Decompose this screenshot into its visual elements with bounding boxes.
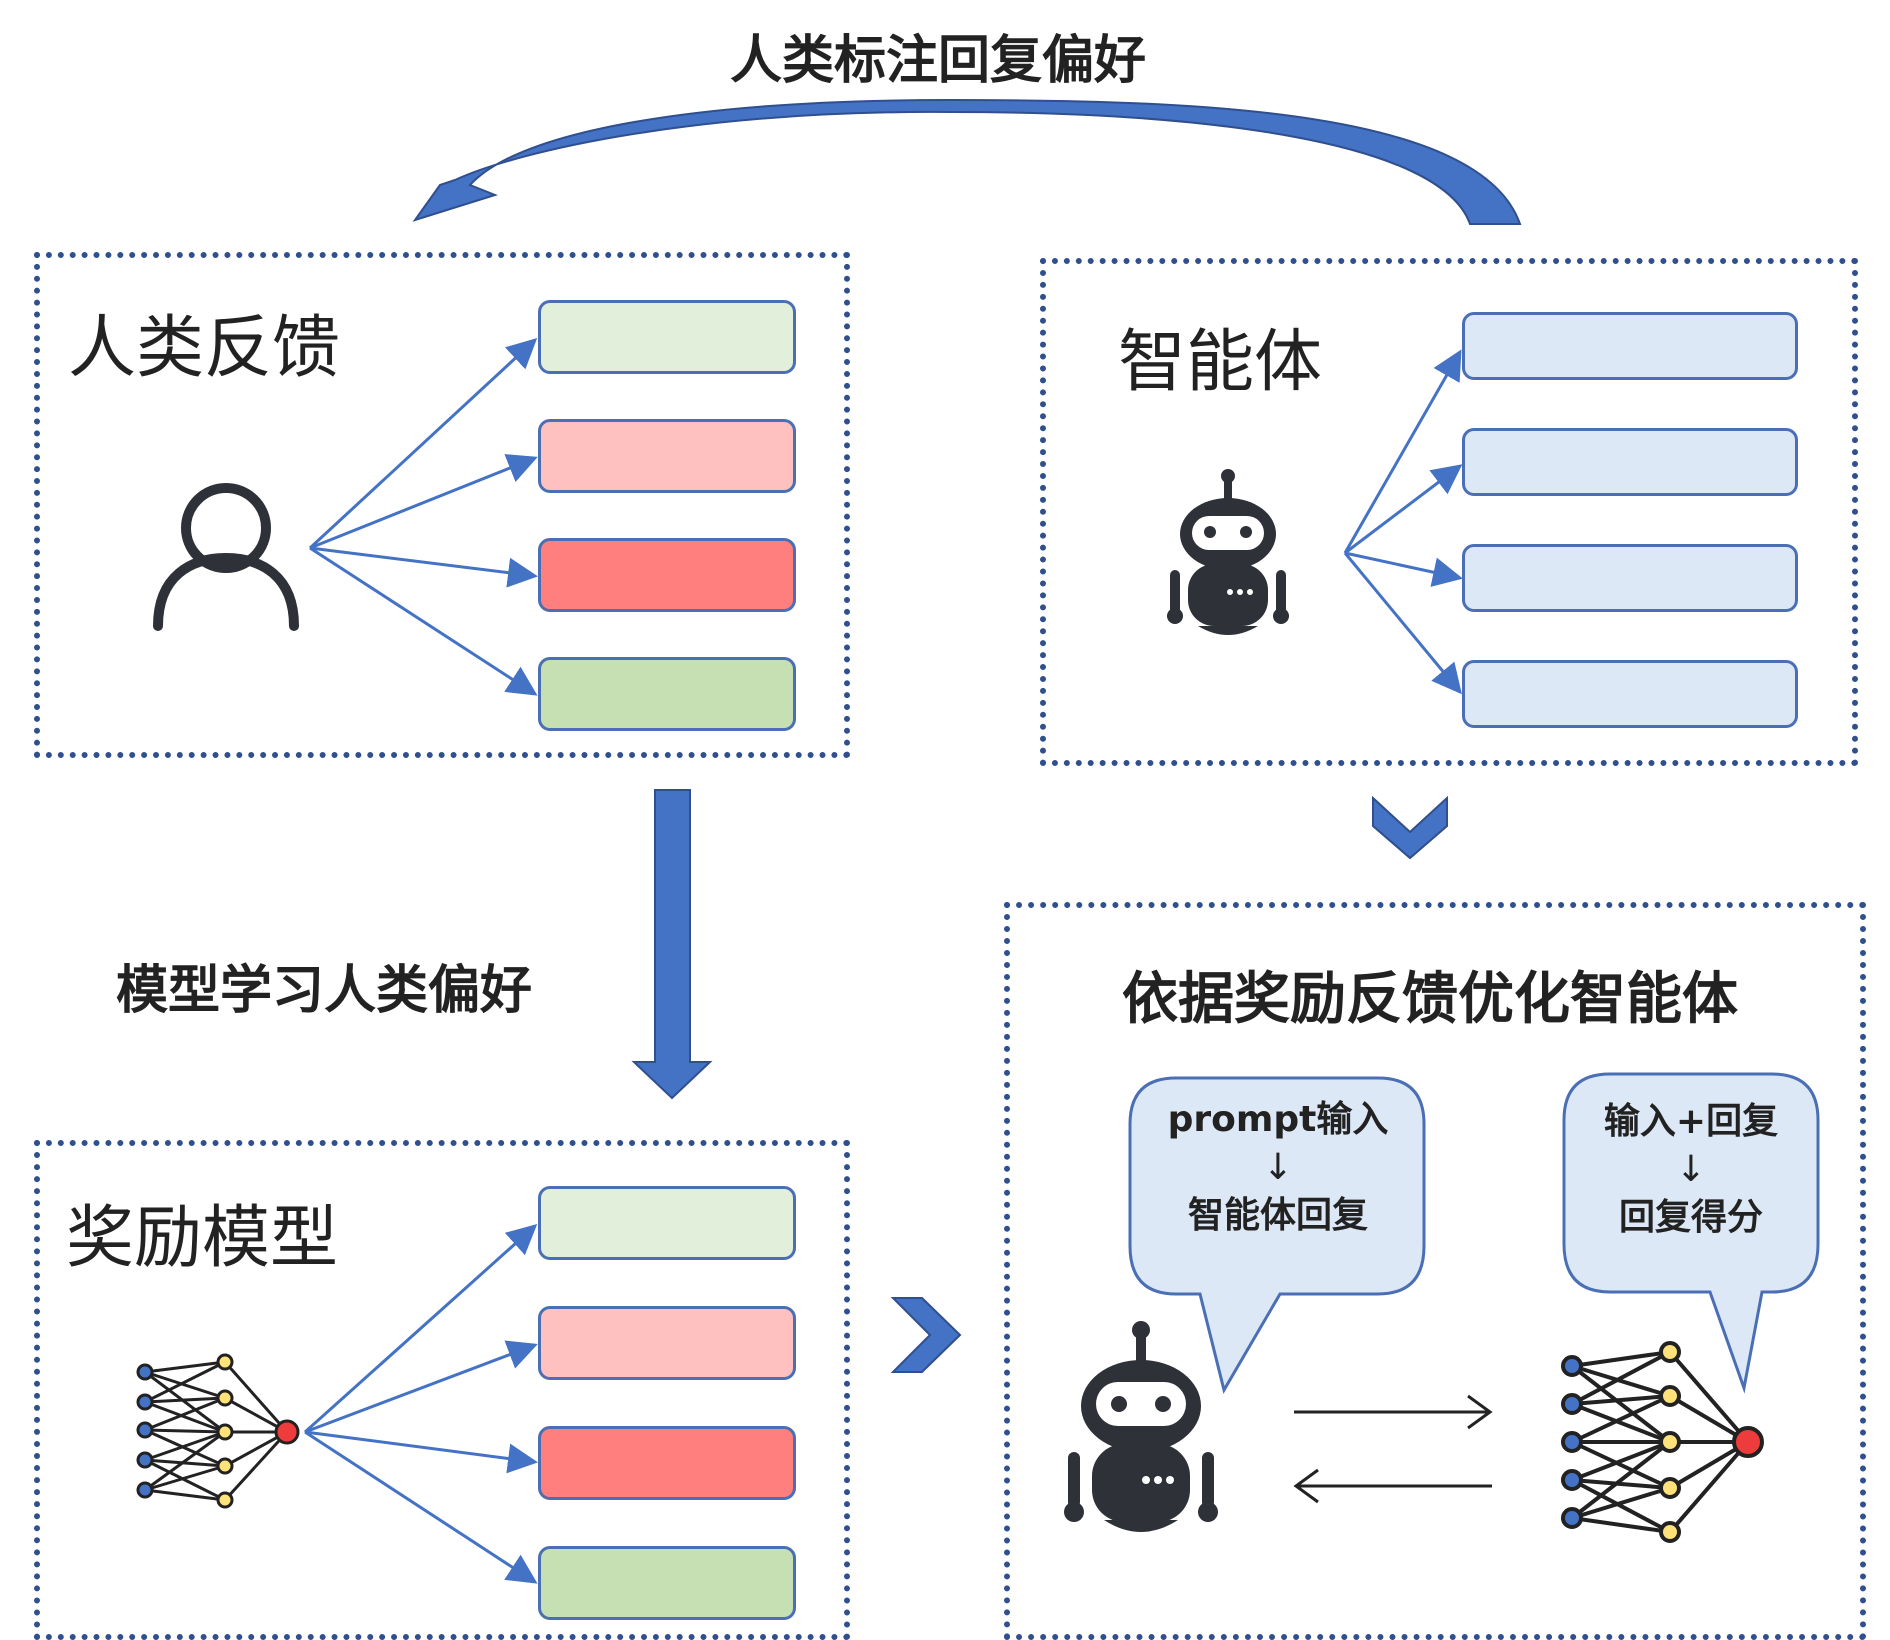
agent-bar-2 <box>1462 428 1798 496</box>
agent-bar-1 <box>1462 312 1798 380</box>
bubble-left-line1: prompt输入 <box>1167 1099 1389 1140</box>
human-feedback-bar-3 <box>538 538 796 612</box>
human-feedback-title: 人类反馈 <box>68 309 341 388</box>
human-feedback-bar-2 <box>538 419 796 493</box>
reward-model-title: 奖励模型 <box>66 1199 339 1278</box>
agent-bar-4 <box>1462 660 1798 728</box>
human-feedback-bar-1 <box>538 300 796 374</box>
reward-model-box <box>34 1140 850 1640</box>
human-feedback-box <box>34 252 850 758</box>
human-feedback-bar-4 <box>538 657 796 731</box>
bubble-left-line2: 智能体回复 <box>1187 1195 1368 1236</box>
left-arrow-label: 模型学习人类偏好 <box>116 961 533 1021</box>
optimize-box <box>1004 902 1866 1640</box>
down-arrow-icon: ↓ <box>1675 1149 1707 1190</box>
reward-bar-1 <box>538 1186 796 1260</box>
down-arrow-icon: ↓ <box>1262 1147 1294 1188</box>
agent-box <box>1040 258 1858 766</box>
robot-icon <box>1167 469 1289 635</box>
robot-icon <box>1064 1321 1218 1532</box>
bubble-right-line2: 回复得分 <box>1618 1197 1763 1238</box>
bubble-right-line1: 输入+回复 <box>1603 1101 1779 1142</box>
top-arrow-label: 人类标注回复偏好 <box>730 31 1147 91</box>
agent-bar-3 <box>1462 544 1798 612</box>
optimize-title: 依据奖励反馈优化智能体 <box>1122 967 1738 1032</box>
bubble-left-text: prompt输入 ↓ 智能体回复 <box>1138 1096 1418 1240</box>
reward-bar-4 <box>538 1546 796 1620</box>
reward-bar-2 <box>538 1306 796 1380</box>
reward-bar-3 <box>538 1426 796 1500</box>
agent-title: 智能体 <box>1118 323 1323 402</box>
person-icon <box>153 483 299 631</box>
bubble-right-text: 输入+回复 ↓ 回复得分 <box>1572 1098 1810 1242</box>
